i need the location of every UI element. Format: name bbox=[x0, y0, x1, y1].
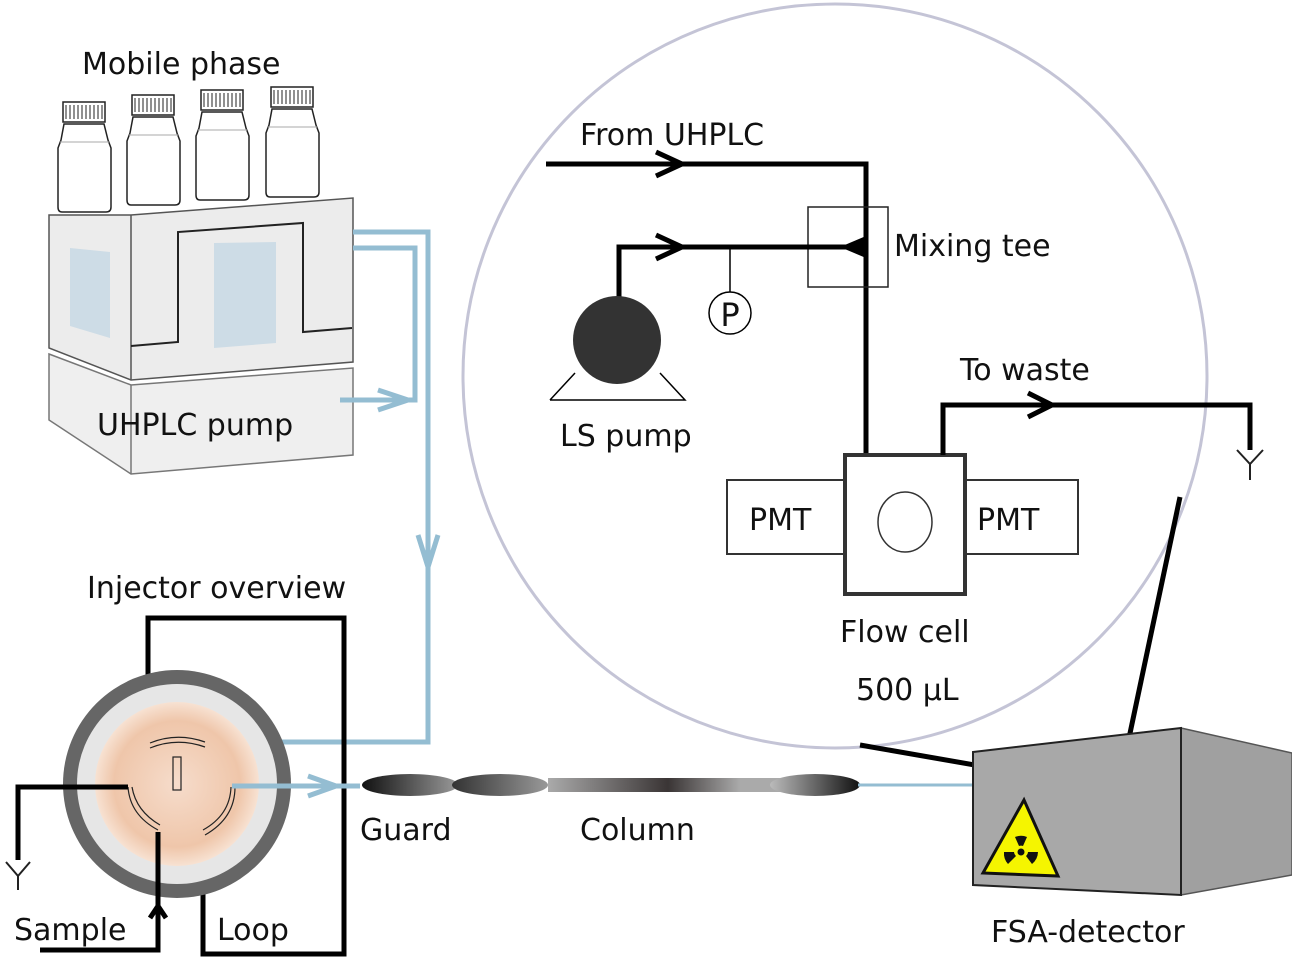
bottle-icon bbox=[265, 86, 320, 198]
waste-icon bbox=[5, 861, 31, 890]
injector-overview-label: Injector overview bbox=[87, 571, 346, 606]
flow-arrow-icon bbox=[654, 232, 688, 262]
bottle-icon bbox=[57, 101, 112, 213]
pressure-gauge-icon: P bbox=[708, 291, 752, 335]
solvent-bottles bbox=[57, 86, 320, 213]
flow-arrow-icon bbox=[147, 901, 169, 920]
pressure-gauge-label: P bbox=[720, 296, 739, 334]
analytical-column bbox=[452, 774, 860, 796]
injector-valve bbox=[5, 615, 360, 957]
sample-label: Sample bbox=[14, 913, 127, 948]
radiation-hazard-icon bbox=[980, 796, 1061, 878]
mixing-tee-label: Mixing tee bbox=[894, 229, 1051, 264]
column-label: Column bbox=[580, 813, 695, 848]
flow-cell-volume-label: 500 µL bbox=[856, 673, 959, 708]
ls-pump-label: LS pump bbox=[560, 419, 692, 454]
pmt-left-label: PMT bbox=[749, 503, 812, 538]
flow-arrow-icon bbox=[1026, 390, 1058, 420]
bottle-icon bbox=[195, 89, 250, 201]
mobile-phase-line bbox=[340, 245, 418, 403]
flow-cell-label: Flow cell bbox=[840, 615, 970, 650]
flow-arrow-icon bbox=[415, 534, 441, 576]
guard-label: Guard bbox=[360, 813, 452, 848]
guard-column bbox=[362, 774, 458, 796]
mobile-phase-line bbox=[205, 229, 431, 745]
fsa-detector-label: FSA-detector bbox=[991, 915, 1185, 950]
flow-arrow-icon bbox=[377, 387, 416, 413]
bottle-icon bbox=[126, 94, 181, 206]
waste-icon bbox=[1236, 449, 1264, 480]
mobile-phase-label: Mobile phase bbox=[82, 47, 280, 82]
loop-label: Loop bbox=[217, 913, 289, 948]
magnifier-circle bbox=[461, 2, 1209, 750]
from-uhplc-label: From UHPLC bbox=[580, 118, 764, 153]
flow-arrow-icon bbox=[307, 773, 344, 799]
flow-arrow-icon bbox=[654, 149, 688, 179]
flow-cell bbox=[843, 453, 967, 596]
uhplc-pump-label: UHPLC pump bbox=[97, 408, 293, 443]
to-waste-label: To waste bbox=[959, 353, 1090, 388]
ls-pump-icon bbox=[549, 296, 687, 401]
fsa-detector bbox=[972, 726, 1292, 897]
flow-cell-coil bbox=[877, 491, 933, 553]
pmt-right-label: PMT bbox=[977, 503, 1040, 538]
uhplc-pump-unit: UHPLC pump bbox=[48, 197, 354, 475]
